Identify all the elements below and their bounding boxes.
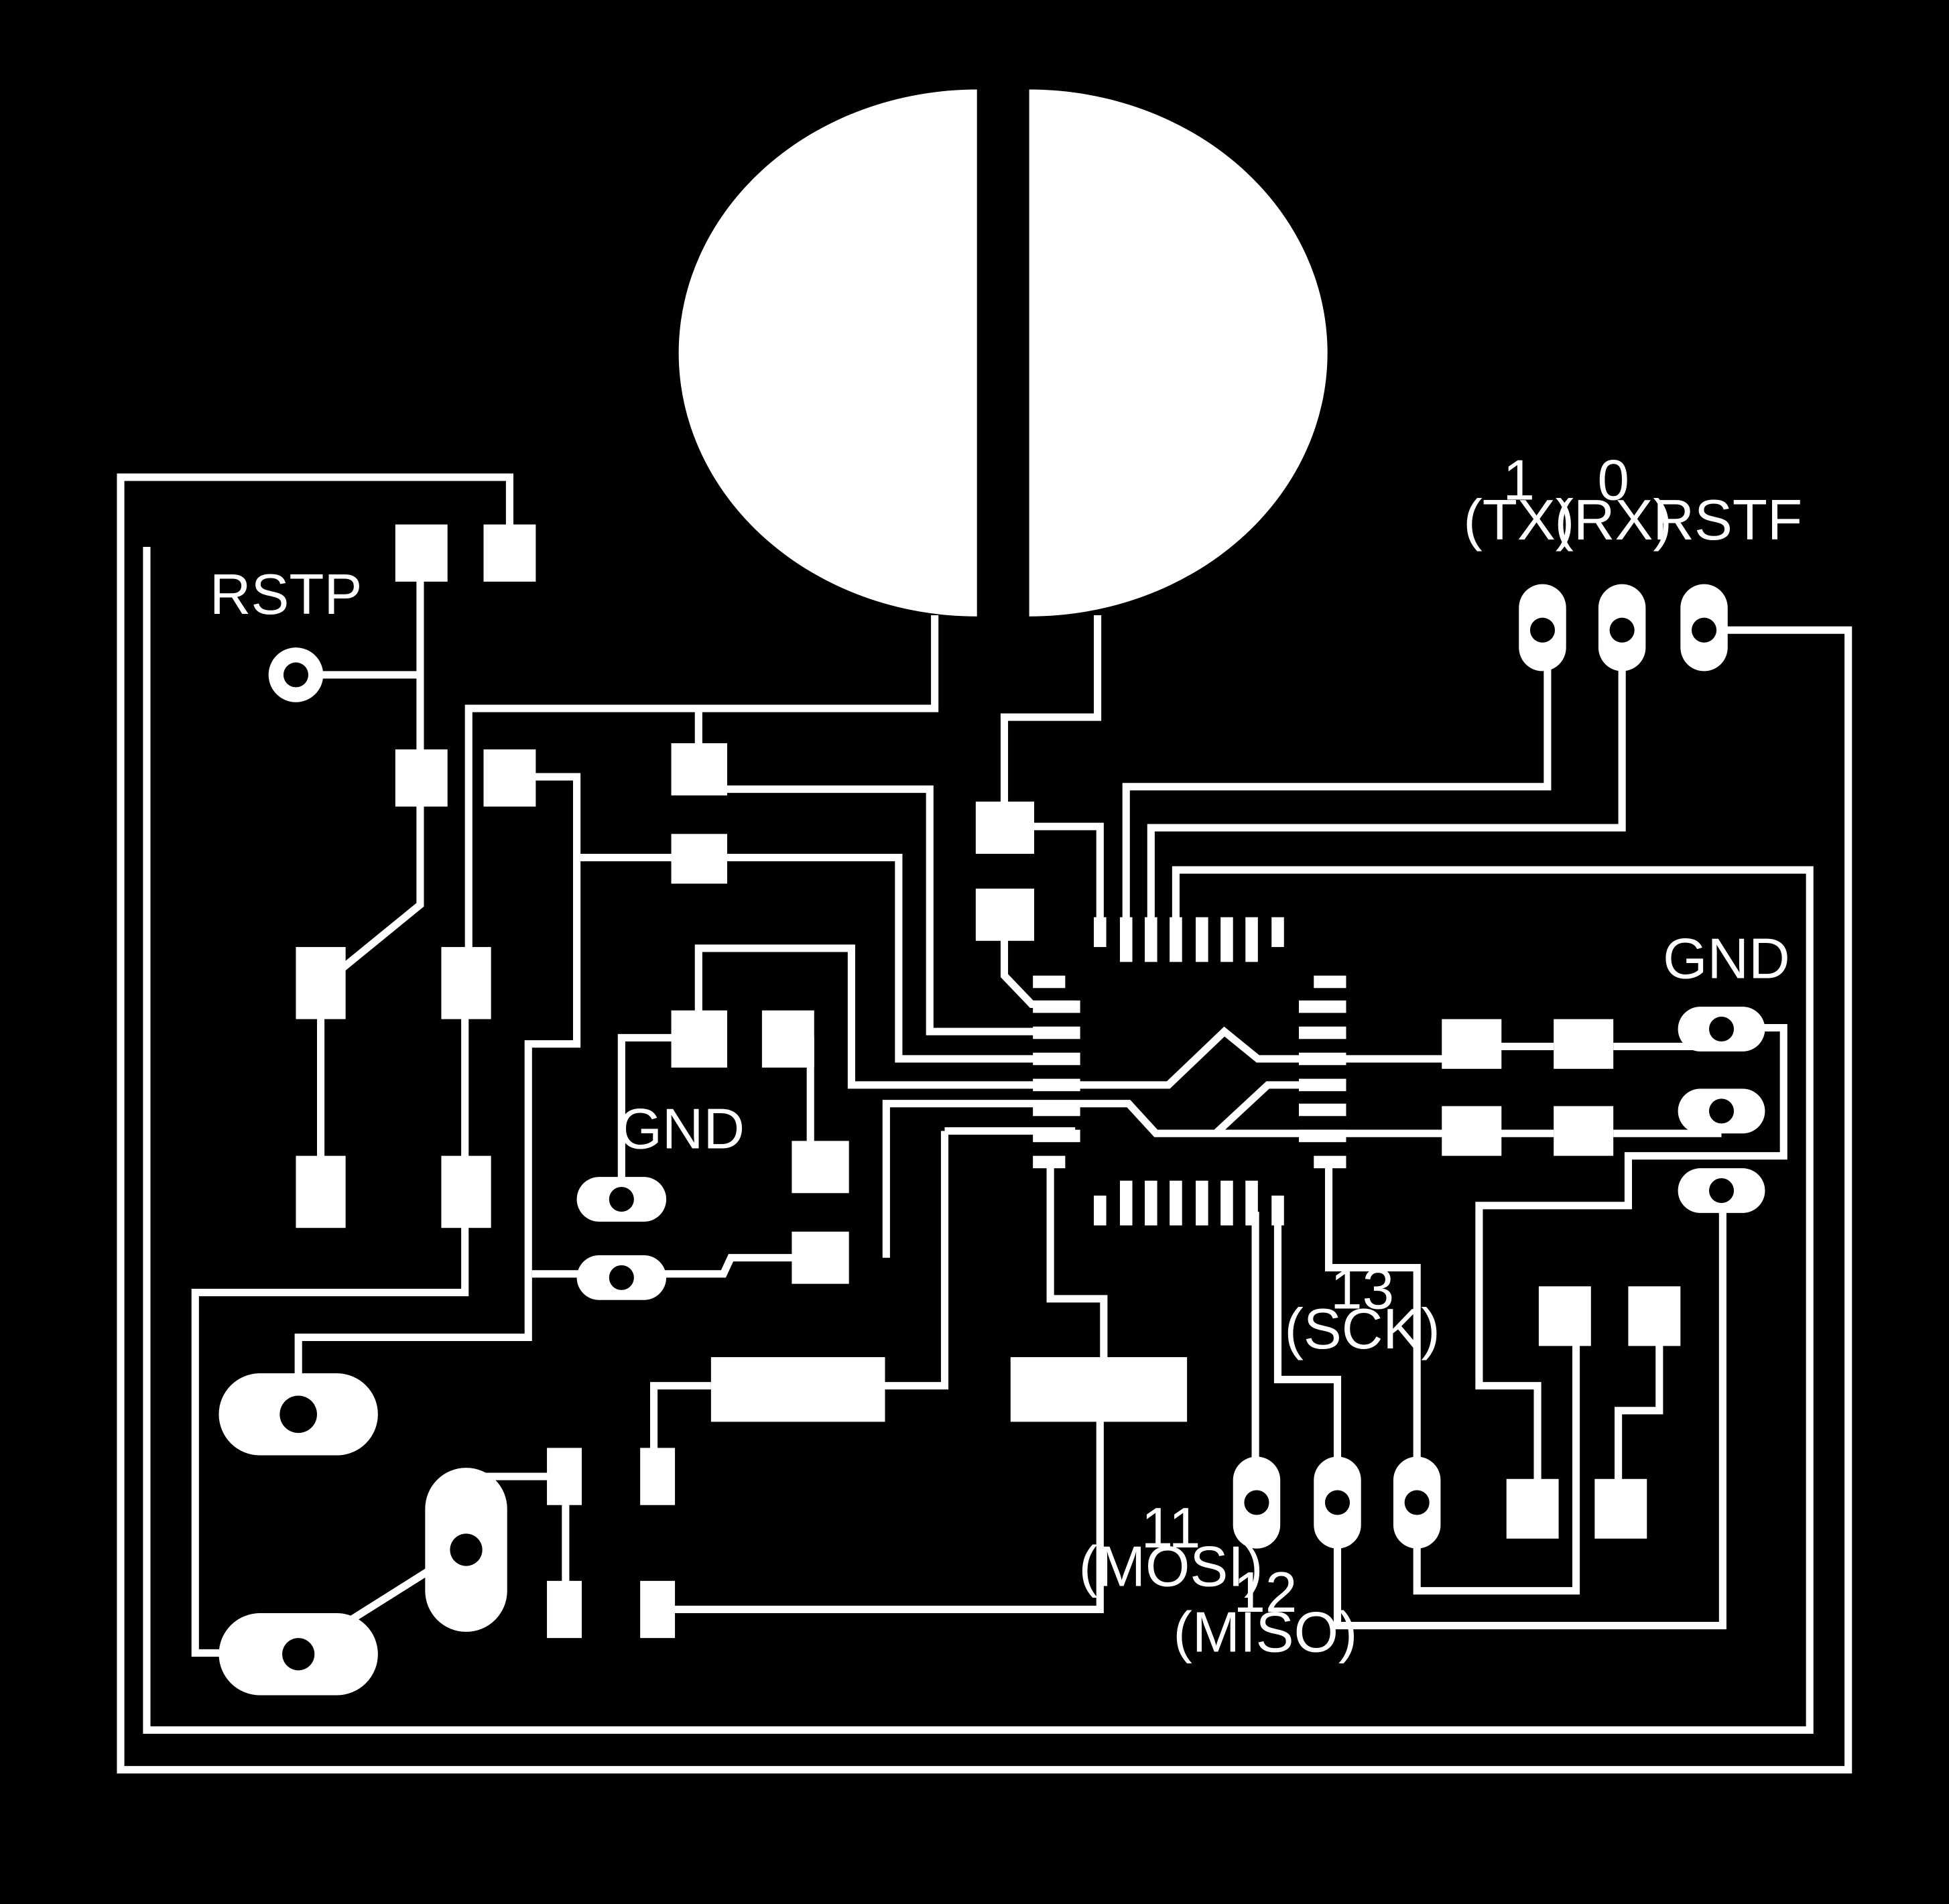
pad-jack-bottom xyxy=(218,1613,378,1696)
label-rstp: RSTP xyxy=(210,563,363,627)
label-miso-name: (MISO) xyxy=(1174,1601,1358,1665)
through-hole-pads xyxy=(218,584,1765,1696)
pad-rx xyxy=(1598,584,1646,672)
disc-right-half xyxy=(1029,89,1328,617)
trace-r-mid2 xyxy=(576,853,1076,1063)
trace-miso xyxy=(1273,1193,1726,1630)
label-mosi-number: 11 xyxy=(1141,1497,1201,1560)
pad-gnd-right-2 xyxy=(1678,1088,1765,1134)
large-circular-pad xyxy=(678,89,1328,617)
label-tx-name: (TX) xyxy=(1463,489,1574,552)
label-miso-number: 12 xyxy=(1233,1561,1297,1625)
trace-bottom-loop xyxy=(1413,1317,1663,1595)
pad-jack-side xyxy=(425,1468,507,1632)
pad-rstp xyxy=(268,647,324,702)
trace-inner-loop xyxy=(143,546,1814,1734)
label-rx-number: 0 xyxy=(1597,448,1629,512)
pad-gnd-right-3 xyxy=(1678,1168,1765,1213)
trace-cross-a xyxy=(694,944,1448,1089)
trace-r-mid xyxy=(294,773,581,1386)
pad-sck xyxy=(1393,1456,1441,1549)
label-sck-number: 13 xyxy=(1330,1258,1394,1322)
pad-jack-top xyxy=(218,1373,378,1456)
trace-side-right xyxy=(1475,1024,1787,1486)
pad-gnd-right-1 xyxy=(1678,1007,1765,1052)
label-sck-name: (SCK) xyxy=(1284,1297,1440,1361)
label-gnd-right: GND xyxy=(1663,927,1790,991)
silkscreen-labels: RSTP 1 (TX) 0 (RX) RSTF GND GND 13 (SCK)… xyxy=(210,448,1802,1664)
pad-mid-left xyxy=(576,1255,667,1300)
trace-res-left xyxy=(649,1382,711,1477)
pad-rstf xyxy=(1680,584,1728,672)
disc-left-half xyxy=(678,89,977,617)
trace-outer-loop xyxy=(117,473,1852,1774)
trace-bottom-right xyxy=(671,1161,1108,1614)
trace-tx xyxy=(1122,630,1552,957)
trace-gnd-left xyxy=(617,1033,672,1200)
pad-gnd-left xyxy=(576,1177,667,1222)
pad-mosi xyxy=(1233,1456,1281,1549)
trace-rx xyxy=(1147,630,1626,957)
smd-pads xyxy=(296,524,1681,1639)
pad-miso xyxy=(1314,1456,1361,1549)
pad-tx xyxy=(1519,584,1566,672)
label-mosi-name: (MOSI) xyxy=(1079,1535,1263,1598)
label-rx-name: (RX) xyxy=(1555,489,1672,552)
label-rstf: RSTF xyxy=(1653,489,1802,552)
trace-cap-right xyxy=(1000,615,1104,926)
label-gnd-left: GND xyxy=(618,1098,745,1161)
label-tx-number: 1 xyxy=(1503,448,1535,512)
trace-sck xyxy=(1324,1161,1421,1470)
ic-pins xyxy=(1033,917,1346,1226)
